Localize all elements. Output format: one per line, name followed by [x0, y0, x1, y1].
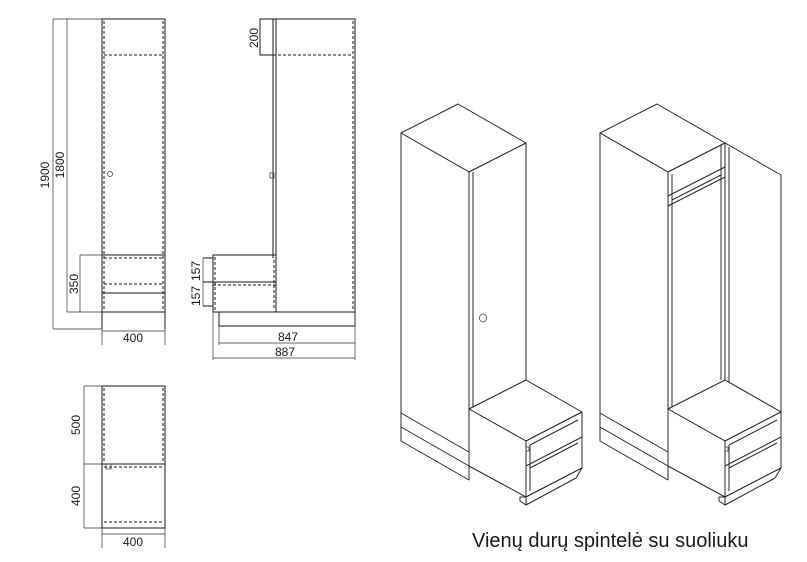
dim-bench-upper: 157: [189, 261, 203, 281]
iso1-door: [468, 142, 527, 410]
isometric-closed: [400, 103, 583, 506]
dim-bench-height: 350: [67, 274, 81, 294]
door-knob-icon: [107, 171, 113, 177]
dim-top-section: 200: [247, 28, 261, 48]
dim-bench-depth: 400: [69, 486, 83, 506]
dim-depth-inner: 847: [278, 330, 298, 344]
side-view: 200 157 157 847 887: [189, 18, 356, 360]
dim-height-total: 1900: [38, 161, 52, 188]
dim-top-width: 400: [123, 535, 143, 549]
isometric-open: [599, 103, 782, 506]
side-bench-outline: [212, 254, 277, 313]
front-view: 1900 1800 350 400: [38, 18, 166, 345]
dim-depth-total: 887: [275, 345, 295, 359]
dim-front-width: 400: [123, 331, 143, 345]
top-bench-outline: [101, 463, 166, 529]
dim-height-cabinet: 1800: [53, 151, 67, 178]
top-cabinet-outline: [101, 385, 166, 465]
top-view: 500 400 400: [69, 385, 166, 549]
iso2-left-side: [599, 132, 669, 453]
iso1-left-side: [400, 132, 470, 453]
iso2-open-door: [724, 142, 782, 413]
iso1-door-knob-icon: [479, 313, 487, 323]
dim-bench-lower: 157: [189, 286, 203, 306]
iso2-interior: [667, 142, 726, 410]
front-cabinet-outline: [101, 18, 166, 313]
dim-cabinet-depth: 500: [69, 415, 83, 435]
product-caption: Vienų durų spintelė su suoliuku: [472, 530, 749, 552]
side-cabinet-outline: [275, 18, 356, 313]
